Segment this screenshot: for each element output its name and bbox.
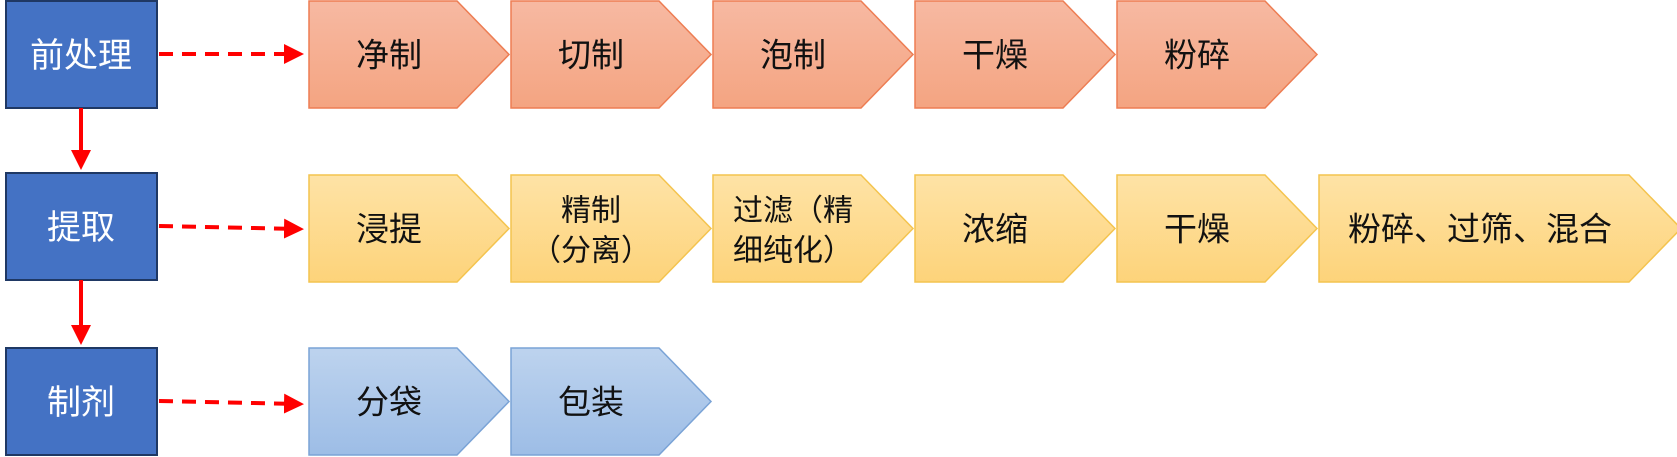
step-chevron xyxy=(510,174,713,283)
step-label: 包装 xyxy=(558,383,624,422)
step-1-1: 净制 xyxy=(308,0,511,109)
step-3-1: 分袋 xyxy=(308,347,511,456)
stage-box-extraction xyxy=(5,172,158,281)
step-label: 浸提 xyxy=(356,210,422,249)
step-label: 切制 xyxy=(558,36,624,75)
step-label: 过滤（精 xyxy=(733,194,853,229)
stage-box-formulation xyxy=(5,347,158,456)
stage-label-pretreatment: 前处理 xyxy=(30,36,132,76)
step-2-2: 精制 （分离） xyxy=(510,174,713,283)
step-chevron xyxy=(914,0,1117,109)
dashed-connector-extraction xyxy=(158,218,304,239)
stage-pretreatment: 前处理 xyxy=(5,0,158,109)
step-1-4: 干燥 xyxy=(914,0,1117,109)
step-1-2: 切制 xyxy=(510,0,713,109)
step-chevron xyxy=(510,347,713,456)
step-chevron xyxy=(1318,174,1677,283)
step-label: 粉碎 xyxy=(1164,36,1230,75)
stage-box-pretreatment xyxy=(5,0,158,109)
dashed-connector-formulation xyxy=(158,393,304,414)
stage-extraction: 提取 xyxy=(5,172,158,281)
step-chevron xyxy=(712,0,915,109)
step-2-1: 浸提 xyxy=(308,174,511,283)
step-label: 干燥 xyxy=(1164,210,1230,249)
step-label: 精制 xyxy=(561,194,621,229)
step-label: 干燥 xyxy=(962,36,1028,75)
step-chevron xyxy=(1116,174,1319,283)
step-label: 净制 xyxy=(356,36,422,75)
step-3-2: 包装 xyxy=(510,347,713,456)
step-1-5: 粉碎 xyxy=(1116,0,1319,109)
step-label: （分离） xyxy=(531,234,651,269)
stage-label-extraction: 提取 xyxy=(47,208,115,248)
step-2-6: 粉碎、过筛、混合 xyxy=(1318,174,1677,283)
step-2-5: 干燥 xyxy=(1116,174,1319,283)
stage-formulation: 制剂 xyxy=(5,347,158,456)
step-2-4: 浓缩 xyxy=(914,174,1117,283)
step-chevron xyxy=(1116,0,1319,109)
step-label: 浓缩 xyxy=(962,210,1028,249)
step-chevron xyxy=(308,0,511,109)
steps-layer: 净制切制泡制干燥粉碎浸提精制（分离）过滤（精细纯化）浓缩干燥粉碎、过筛、混合分袋… xyxy=(308,0,1677,456)
step-label: 粉碎、过筛、混合 xyxy=(1348,210,1612,249)
step-1-3: 泡制 xyxy=(712,0,915,109)
stage-label-formulation: 制剂 xyxy=(47,383,115,423)
step-chevron xyxy=(308,174,511,283)
step-chevron xyxy=(712,174,915,283)
step-label: 细纯化） xyxy=(733,234,853,269)
step-chevron xyxy=(308,347,511,456)
step-label: 泡制 xyxy=(760,36,826,75)
step-chevron xyxy=(914,174,1117,283)
step-label: 分袋 xyxy=(356,383,422,422)
step-chevron xyxy=(510,0,713,109)
